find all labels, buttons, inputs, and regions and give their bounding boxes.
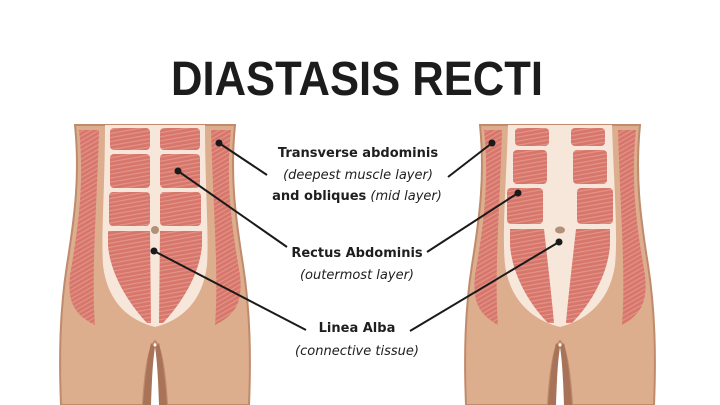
normal-abdomen-figure (59, 124, 251, 405)
oblique-left (69, 130, 99, 325)
page-title: DIASTASIS RECTI (171, 53, 543, 106)
navel (151, 226, 159, 234)
label-obliques-note: (mid layer) (370, 189, 441, 204)
diastasis-abdomen-figure (464, 124, 656, 405)
label-transverse: Transverse abdominis (deepest muscle lay… (272, 146, 442, 204)
label-obliques-name: and obliques (272, 189, 366, 204)
label-rectus-note: (outermost layer) (300, 268, 414, 283)
pointer-lines (150, 139, 563, 332)
label-obliques: and obliques (mid layer) (272, 189, 442, 204)
oblique-right (618, 130, 646, 325)
oblique-right (211, 130, 241, 325)
navel (555, 226, 565, 234)
label-linea-name: Linea Alba (319, 321, 396, 336)
label-transverse-note: (deepest muscle layer) (283, 168, 433, 183)
oblique-left (474, 130, 502, 325)
label-linea-note: (connective tissue) (295, 344, 419, 359)
label-rectus-name: Rectus Abdominis (291, 246, 423, 261)
label-linea: Linea Alba (connective tissue) (295, 321, 419, 359)
label-transverse-name: Transverse abdominis (278, 146, 438, 161)
label-rectus: Rectus Abdominis (outermost layer) (291, 246, 423, 283)
